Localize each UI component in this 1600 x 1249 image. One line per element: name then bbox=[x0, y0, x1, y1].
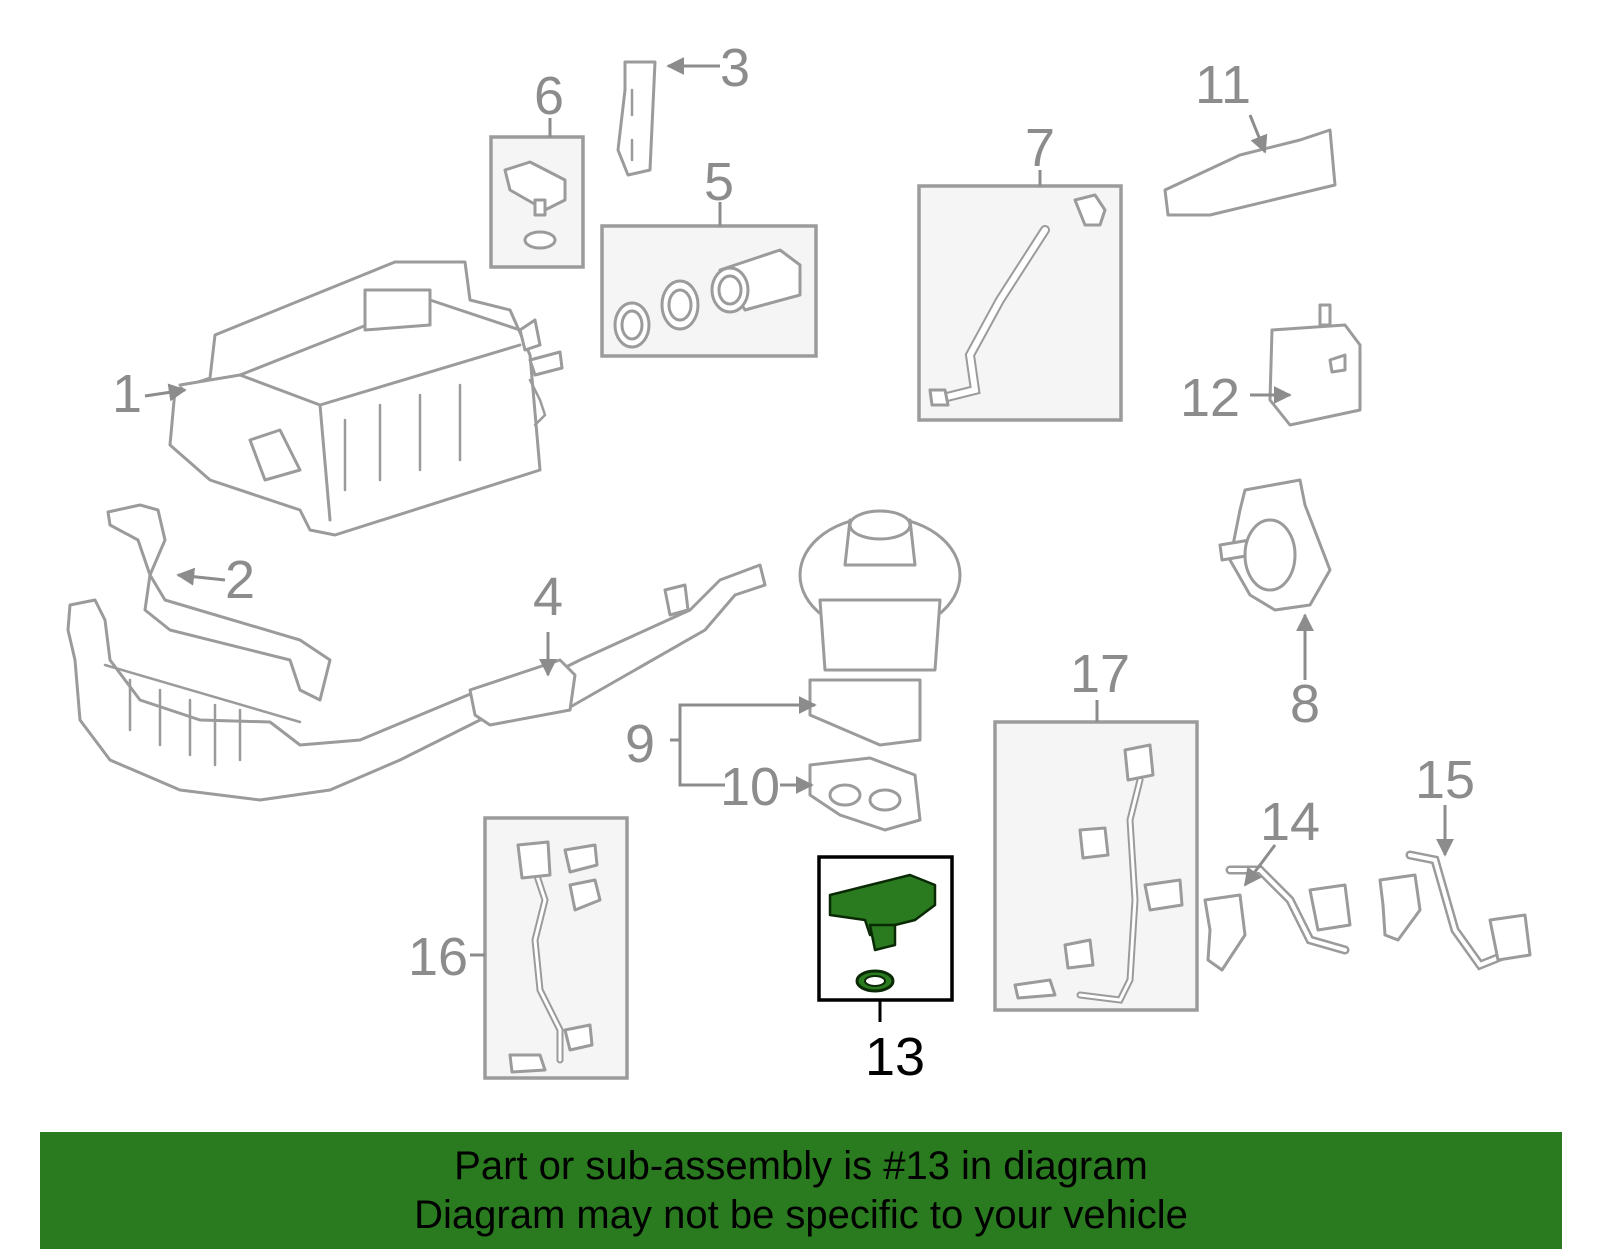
callout-3: 3 bbox=[720, 38, 750, 98]
callout-12: 12 bbox=[1180, 368, 1240, 428]
callout-10: 10 bbox=[720, 757, 780, 817]
info-banner: Part or sub-assembly is #13 in diagram D… bbox=[40, 1132, 1562, 1249]
part-13-box[interactable] bbox=[817, 855, 954, 1022]
leader-lines bbox=[144, 57, 1454, 957]
callout-4: 4 bbox=[533, 567, 563, 627]
part-12-filter[interactable] bbox=[1268, 303, 1362, 427]
part-15-o2-sensor[interactable] bbox=[1378, 850, 1532, 971]
part-6-box[interactable] bbox=[489, 135, 585, 269]
part-9-egr-valve[interactable] bbox=[798, 509, 962, 747]
callout-5: 5 bbox=[704, 152, 734, 212]
part-14-o2-sensor[interactable] bbox=[1203, 865, 1352, 972]
banner-line-1: Part or sub-assembly is #13 in diagram bbox=[454, 1144, 1148, 1188]
callout-8: 8 bbox=[1290, 674, 1320, 734]
callout-13: 13 bbox=[865, 1027, 925, 1087]
part-7-box[interactable] bbox=[917, 184, 1123, 422]
callout-1: 1 bbox=[112, 364, 142, 424]
part-8-sensor[interactable] bbox=[1218, 478, 1332, 612]
part-10-gasket[interactable] bbox=[808, 756, 922, 832]
part-1-canister[interactable] bbox=[168, 260, 564, 537]
banner-line-2: Diagram may not be specific to your vehi… bbox=[414, 1193, 1188, 1237]
part-4-frame[interactable] bbox=[66, 563, 767, 802]
part-11-cover[interactable] bbox=[1163, 128, 1337, 217]
callout-11: 11 bbox=[1195, 55, 1251, 115]
part-2-bracket[interactable] bbox=[106, 503, 332, 702]
callout-16: 16 bbox=[408, 927, 468, 987]
callout-9: 9 bbox=[625, 714, 655, 774]
part-3-bracket[interactable] bbox=[616, 60, 657, 177]
part-17-box[interactable] bbox=[993, 720, 1199, 1012]
callout-15: 15 bbox=[1415, 750, 1475, 810]
callout-14: 14 bbox=[1260, 792, 1320, 852]
callout-17: 17 bbox=[1070, 644, 1130, 704]
callout-6: 6 bbox=[534, 66, 564, 126]
callout-labels: 1 2 3 4 5 6 7 8 9 10 11 12 13 14 15 16 1… bbox=[112, 38, 1475, 1087]
callout-2: 2 bbox=[225, 550, 255, 610]
part-16-box[interactable] bbox=[483, 816, 629, 1080]
callout-7: 7 bbox=[1025, 118, 1055, 178]
part-5-box[interactable] bbox=[600, 224, 818, 358]
